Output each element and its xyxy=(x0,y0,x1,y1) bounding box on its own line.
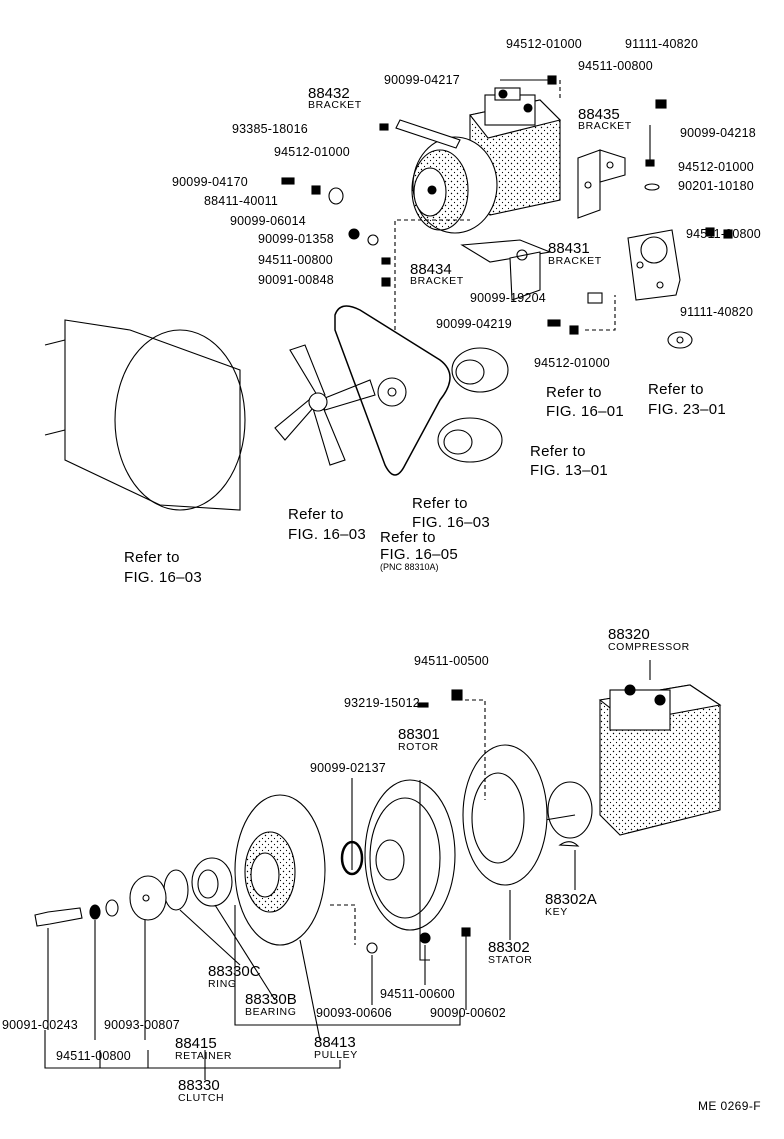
ref-fig-16-03-shroud-line2: FIG. 16–03 xyxy=(124,569,203,586)
ref-fig-16-03-shroud-line1: Refer to xyxy=(124,549,180,566)
part-88330b-number: 88330B xyxy=(245,991,297,1008)
callout-94511-00600: 94511-00600 xyxy=(380,987,455,1001)
ref-fig-16-01-line1: Refer to xyxy=(546,384,602,401)
key-drawing xyxy=(558,841,580,847)
callout-94511-00800-a: 94511-00800 xyxy=(578,59,653,73)
callout-90099-06014: 90099-06014 xyxy=(230,214,306,228)
part-88302-name: STATOR xyxy=(488,954,533,966)
part-88302-number: 88302 xyxy=(488,939,530,956)
pulley-drawing xyxy=(234,794,326,946)
ref-fig-16-05-line2: FIG. 16–05 xyxy=(380,546,459,563)
diagram-code: ME 0269-F xyxy=(698,1099,761,1113)
ref-fig-16-05-pnc: (PNC 88310A) xyxy=(380,562,439,572)
bracket-88434-number: 88434 xyxy=(410,261,452,278)
callout-90099-04170: 90099-04170 xyxy=(172,175,248,189)
callout-93385-18016: 93385-18016 xyxy=(232,122,308,136)
bearing-drawing xyxy=(191,857,233,907)
belt-drawing xyxy=(334,305,451,476)
rotor-drawing xyxy=(364,779,456,931)
callout-90099-02137: 90099-02137 xyxy=(310,761,386,775)
part-88301-name: ROTOR xyxy=(398,741,439,753)
ref-fig-13-01-line1: Refer to xyxy=(530,443,586,460)
stator-drawing xyxy=(462,744,548,886)
bottom-compressor xyxy=(544,684,722,839)
part-88415-number: 88415 xyxy=(175,1035,217,1052)
ref-fig-16-03-belt-line2: FIG. 16–03 xyxy=(412,514,491,531)
callout-90093-00807: 90093-00807 xyxy=(104,1018,180,1032)
ref-fig-13-01-line2: FIG. 13–01 xyxy=(530,462,609,479)
callout-94511-00500: 94511-00500 xyxy=(414,654,489,668)
part-88330b-name: BEARING xyxy=(245,1006,297,1018)
callout-91111-40820-a: 91111-40820 xyxy=(625,37,699,51)
callout-90201-10180: 90201-10180 xyxy=(678,179,754,193)
bracket-88432-drawing xyxy=(395,119,461,149)
ref-fig-16-03-fan-line1: Refer to xyxy=(288,506,344,523)
callout-90099-19204: 90099-19204 xyxy=(470,291,546,305)
callout-94512-01000-a: 94512-01000 xyxy=(506,37,582,51)
bracket-88432-number: 88432 xyxy=(308,85,350,102)
bottom-dashed-leaders xyxy=(330,699,486,945)
top-clutch-pulley xyxy=(411,136,498,234)
part-88330-name: CLUTCH xyxy=(178,1092,225,1104)
bracket-88435-drawing xyxy=(577,149,626,219)
callout-94511-00800-c: 94511-00800 xyxy=(258,253,333,267)
part-88302a-number: 88302A xyxy=(545,891,597,908)
retainer-drawing xyxy=(129,875,167,921)
ref-pulleys xyxy=(437,347,509,463)
bracket-88432-name: BRACKET xyxy=(308,99,362,111)
top-small-parts xyxy=(281,75,733,349)
bracket-88431-number: 88431 xyxy=(548,240,590,257)
callout-90090-00602: 90090-00602 xyxy=(430,1006,506,1020)
bracket-88435-name: BRACKET xyxy=(578,120,632,132)
fan-shroud-drawing xyxy=(44,319,246,511)
callout-90091-00848: 90091-00848 xyxy=(258,273,334,287)
callout-94511-00800-b: 94511-00800 xyxy=(686,227,761,241)
bracket-88431-name: BRACKET xyxy=(548,255,602,267)
callout-90091-00243: 90091-00243 xyxy=(2,1018,78,1032)
ref-fig-16-03-fan-line2: FIG. 16–03 xyxy=(288,526,367,543)
part-88330-number: 88330 xyxy=(178,1077,220,1094)
callout-93219-15012: 93219-15012 xyxy=(344,696,420,710)
bracket-88434-drawing xyxy=(460,239,553,301)
part-88413-name: PULLEY xyxy=(314,1049,358,1061)
part-88301-number: 88301 xyxy=(398,726,440,743)
washers-bolt-drawing xyxy=(34,689,471,954)
ref-fig-23-01-line2: FIG. 23–01 xyxy=(648,401,727,418)
bottom-bracket-lines xyxy=(44,660,651,1080)
top-dashed-leaders xyxy=(394,80,616,331)
ref-fig-23-01-line1: Refer to xyxy=(648,381,704,398)
callout-94512-01000-d: 94512-01000 xyxy=(534,356,610,370)
ref-fig-16-01-line2: FIG. 16–01 xyxy=(546,403,625,420)
callout-94511-00800-bottom: 94511-00800 xyxy=(56,1049,131,1063)
part-88330c-number: 88330C xyxy=(208,963,261,980)
part-88320-number: 88320 xyxy=(608,626,650,643)
callout-88411-40011: 88411-40011 xyxy=(204,194,279,208)
callout-90099-04218: 90099-04218 xyxy=(680,126,756,140)
callout-90099-04217: 90099-04217 xyxy=(384,73,460,87)
callout-90099-04219: 90099-04219 xyxy=(436,317,512,331)
callout-90099-01358: 90099-01358 xyxy=(258,232,334,246)
ring-88330c-drawing xyxy=(163,869,189,911)
part-88320-name: COMPRESSOR xyxy=(608,641,690,653)
ref-fig-16-05-line1: Refer to xyxy=(380,529,436,546)
part-88330c-name: RING xyxy=(208,978,237,990)
part-88302a-name: KEY xyxy=(545,906,568,918)
part-88413-number: 88413 xyxy=(314,1034,356,1051)
callout-94512-01000-c: 94512-01000 xyxy=(678,160,754,174)
bracket-88431-drawing xyxy=(627,229,681,301)
callout-90093-00606: 90093-00606 xyxy=(316,1006,392,1020)
part-88415-name: RETAINER xyxy=(175,1050,233,1062)
callout-91111-40820-b: 91111-40820 xyxy=(680,305,754,319)
fan-drawing xyxy=(274,344,376,466)
callout-94512-01000-b: 94512-01000 xyxy=(274,145,350,159)
ref-fig-16-03-belt-line1: Refer to xyxy=(412,495,468,512)
bracket-88434-name: BRACKET xyxy=(410,275,464,287)
bracket-88435-number: 88435 xyxy=(578,106,620,123)
